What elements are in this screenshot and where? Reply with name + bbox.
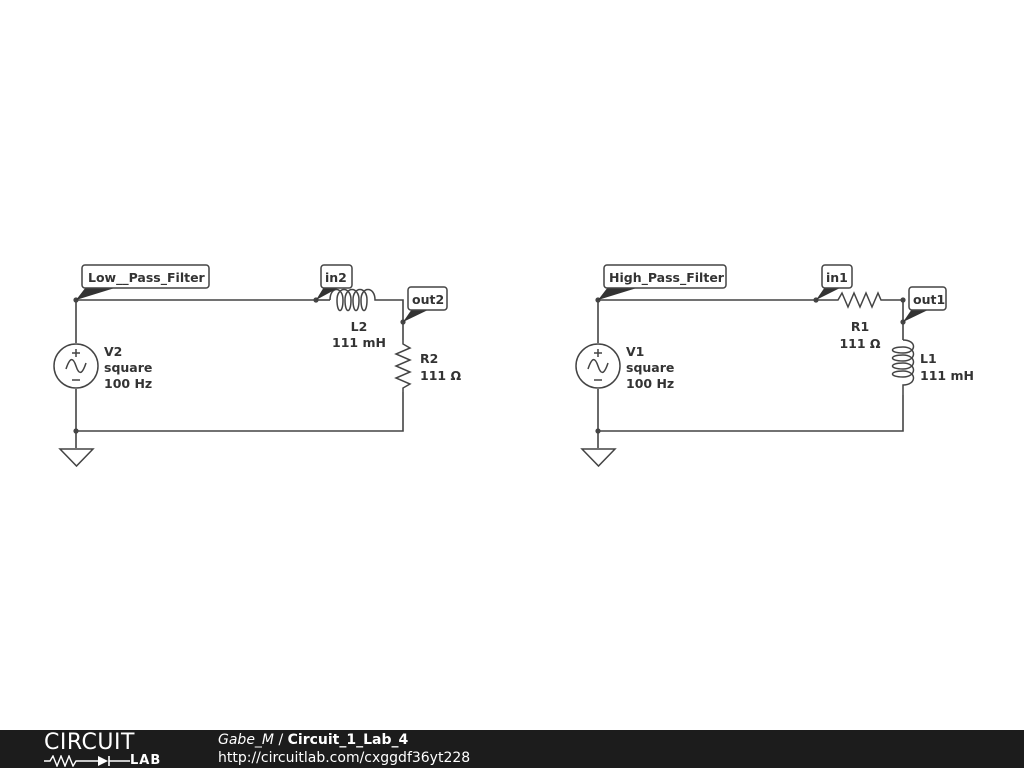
footer-bar: CIRCUIT LAB Gabe_M / Circuit_1_Lab_4 htt… <box>0 730 1024 768</box>
inductor-value: 111 mH <box>332 335 386 350</box>
resistor-name: R1 <box>851 319 869 334</box>
project-name[interactable]: Circuit_1_Lab_4 <box>287 732 409 748</box>
inductor-name: L1 <box>920 351 937 366</box>
junction-dot <box>73 428 79 434</box>
resistor-r2[interactable] <box>394 340 412 392</box>
schematic-canvas: Low__Pass_Filter in2 out2 V2 square 100 … <box>53 264 974 468</box>
project-url[interactable]: http://circuitlab.com/cxggdf36yt228 <box>218 750 471 766</box>
flag-label: High_Pass_Filter <box>609 270 725 286</box>
source-name: V2 <box>104 344 122 359</box>
inductor-name: L2 <box>351 319 368 334</box>
node-flag-in1[interactable]: in1 <box>816 264 853 300</box>
source-waveform: square <box>626 360 674 375</box>
low-pass-circuit: Low__Pass_Filter in2 out2 V2 square 100 … <box>53 264 461 468</box>
wire <box>884 299 904 340</box>
project-title-line: Gabe_M / Circuit_1_Lab_4 <box>218 732 470 749</box>
resistor-diode-icon <box>44 755 130 767</box>
author-link[interactable]: Gabe_M <box>218 732 275 748</box>
junction-dot <box>900 297 906 303</box>
flag-label: Low__Pass_Filter <box>88 270 206 286</box>
flag-label: in2 <box>325 270 347 285</box>
resistor-value: 111 Ω <box>420 368 461 383</box>
node-flag-in2[interactable]: in2 <box>316 264 353 300</box>
node-flag-high-pass[interactable]: High_Pass_Filter <box>598 264 727 300</box>
wire <box>598 395 904 432</box>
voltage-source-v2[interactable] <box>53 343 99 389</box>
inductor-l2[interactable] <box>329 288 384 312</box>
source-frequency: 100 Hz <box>626 376 674 391</box>
node-flag-out1[interactable]: out1 <box>903 286 947 322</box>
voltage-source-v1[interactable] <box>575 343 621 389</box>
source-waveform: square <box>104 360 152 375</box>
resistor-r1[interactable] <box>834 291 884 309</box>
flag-label: out2 <box>412 292 444 307</box>
flag-label: in1 <box>826 270 848 285</box>
ground-symbol <box>58 448 95 468</box>
logo-text-bottom: LAB <box>130 753 162 768</box>
source-name: V1 <box>626 344 644 359</box>
high-pass-circuit: High_Pass_Filter in1 out1 V1 square 100 … <box>575 264 974 468</box>
circuitlab-logo[interactable]: CIRCUIT LAB <box>44 730 160 769</box>
junction-dot <box>595 428 601 434</box>
logo-text-top: CIRCUIT <box>44 730 135 755</box>
project-info: Gabe_M / Circuit_1_Lab_4 http://circuitl… <box>218 732 470 767</box>
resistor-name: R2 <box>420 351 438 366</box>
title-separator: / <box>274 732 288 748</box>
wire <box>384 299 404 340</box>
inductor-l1[interactable] <box>891 339 915 395</box>
inductor-value: 111 mH <box>920 368 974 383</box>
flag-label: out1 <box>913 292 945 307</box>
wire <box>76 392 404 432</box>
source-frequency: 100 Hz <box>104 376 152 391</box>
ground-symbol <box>580 448 617 468</box>
node-flag-low-pass[interactable]: Low__Pass_Filter <box>76 264 210 300</box>
node-flag-out2[interactable]: out2 <box>403 286 448 322</box>
resistor-value: 111 Ω <box>839 336 880 351</box>
